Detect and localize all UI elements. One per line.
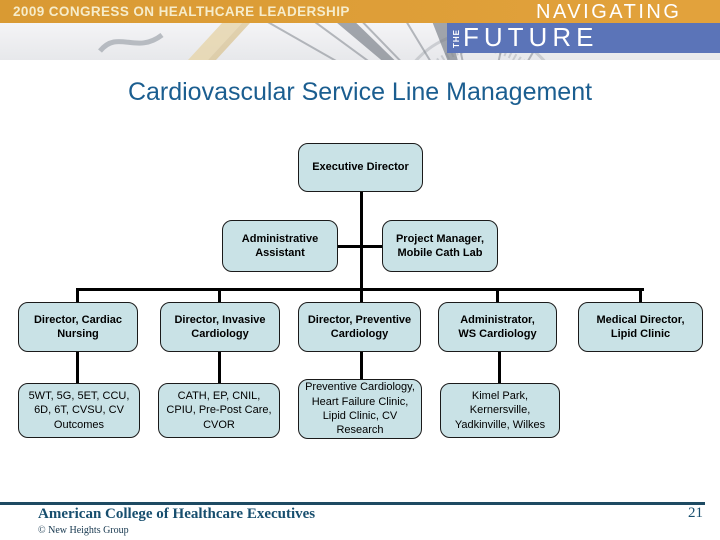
org-node-invasive-cardiology-units: CATH, EP, CNIL, CPIU, Pre-Post Care, CVO… [158, 383, 280, 438]
org-node-administrator-ws-cardiology: Administrator, WS Cardiology [438, 302, 557, 352]
logo-future-text: FUTURE [463, 22, 599, 52]
org-node-administrative-assistant: Administrative Assistant [222, 220, 338, 272]
org-node-ws-cardiology-sites: Kimel Park, Kernersville, Yadkinville, W… [440, 383, 560, 438]
org-connector-drop [360, 352, 363, 379]
org-connector-drop [498, 352, 501, 383]
org-node-cardiac-nursing-units: 5WT, 5G, 5ET, CCU, 6D, 6T, CVSU, CV Outc… [18, 383, 140, 438]
page-title: Cardiovascular Service Line Management [127, 78, 593, 106]
footer-copyright: © New Heights Group [38, 525, 129, 536]
congress-banner-text: 2009 CONGRESS ON HEALTHCARE LEADERSHIP [13, 4, 350, 19]
org-connector-drop [218, 288, 221, 302]
org-node-medical-director-lipid-clinic: Medical Director, Lipid Clinic [578, 302, 703, 352]
future-logo-box: THE FUTURE [447, 23, 720, 53]
header-banner: 2009 CONGRESS ON HEALTHCARE LEADERSHIP N… [0, 0, 720, 60]
footer-divider [0, 502, 705, 505]
org-node-executive-director: Executive Director [298, 143, 423, 192]
org-connector-drop [639, 288, 642, 302]
org-node-preventive-cardiology-units: Preventive Cardiology, Heart Failure Cli… [298, 379, 422, 439]
footer-organization: American College of Healthcare Executive… [38, 506, 316, 522]
org-connector-drop [218, 352, 221, 383]
org-connector-row2-horizontal [338, 245, 382, 248]
org-connector-row3-horizontal [76, 288, 644, 291]
org-connector-drop [496, 288, 499, 302]
org-node-director-invasive-cardiology: Director, Invasive Cardiology [160, 302, 280, 352]
gold-band [0, 0, 720, 23]
org-connector-drop [76, 352, 79, 383]
org-node-project-manager: Project Manager, Mobile Cath Lab [382, 220, 498, 272]
org-connector-drop [76, 288, 79, 302]
org-node-director-preventive-cardiology: Director, Preventive Cardiology [298, 302, 421, 352]
page-number: 21 [688, 505, 703, 521]
org-node-director-cardiac-nursing: Director, Cardiac Nursing [18, 302, 138, 352]
navigating-logo-text: NAVIGATING [536, 1, 682, 23]
logo-the-text: THE [452, 28, 461, 48]
